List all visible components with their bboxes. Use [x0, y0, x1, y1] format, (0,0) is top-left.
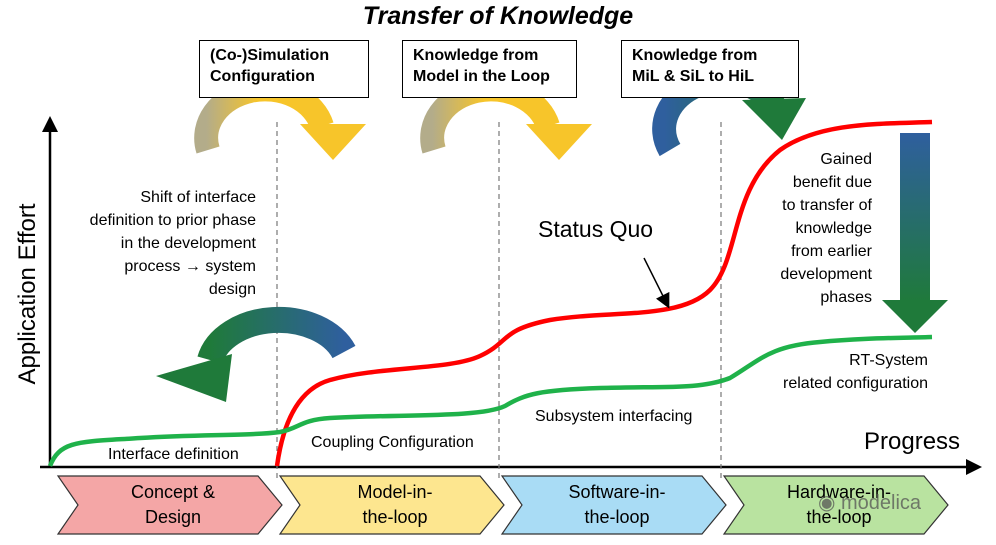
improved-curve: [47, 334, 933, 467]
shift-note: Shift of interface definition to prior p…: [89, 189, 256, 298]
phase-chevron-2: [278, 475, 505, 535]
box-knowledge-hil: Knowledge from MiL & SiL to HiL: [621, 40, 799, 98]
coupling-configuration-label: Coupling Configuration: [311, 434, 474, 451]
wechat-icon: ◉: [818, 492, 836, 514]
status-quo-curve: [274, 119, 933, 467]
phase-label-hil: Hardware-in- the-loop: [786, 482, 892, 527]
watermark-text: modelica: [841, 492, 922, 514]
phase-label-mil: Model-in- the-loop: [357, 482, 433, 527]
phase-label-sil: Software-in- the-loop: [568, 482, 666, 527]
phase-chevron-3: [500, 475, 727, 535]
curved-arrow-icon-1: [194, 77, 366, 160]
watermark: ◉ modelica: [818, 490, 921, 515]
status-quo-pointer: [643, 257, 670, 309]
x-axis-label: Progress: [864, 428, 961, 455]
gained-benefit-note: Gained benefit due to transfer of knowle…: [780, 151, 872, 306]
phase-label-concept: Concept & Design: [130, 482, 216, 527]
phase-chevron-4: [722, 475, 949, 535]
benefit-down-arrow-icon: [882, 133, 948, 333]
subsystem-interfacing-label: Subsystem interfacing: [535, 408, 693, 425]
status-quo-label: Status Quo: [538, 216, 654, 242]
interface-definition-label: Interface definition: [108, 446, 239, 463]
diagram-title: Transfer of Knowledge: [362, 2, 634, 30]
box-co-simulation: (Co-)Simulation Configuration: [199, 40, 369, 98]
curved-arrow-icon-2: [420, 77, 592, 160]
rt-system-note: RT-System related configuration: [783, 352, 928, 392]
x-axis-arrowhead: [966, 459, 982, 475]
box-knowledge-mil: Knowledge from Model in the Loop: [402, 40, 577, 98]
y-axis-label: Application Effort: [14, 203, 41, 385]
y-axis-arrowhead: [42, 116, 58, 132]
curved-back-arrow-icon: [156, 306, 356, 402]
phase-chevron-1: [56, 475, 283, 535]
